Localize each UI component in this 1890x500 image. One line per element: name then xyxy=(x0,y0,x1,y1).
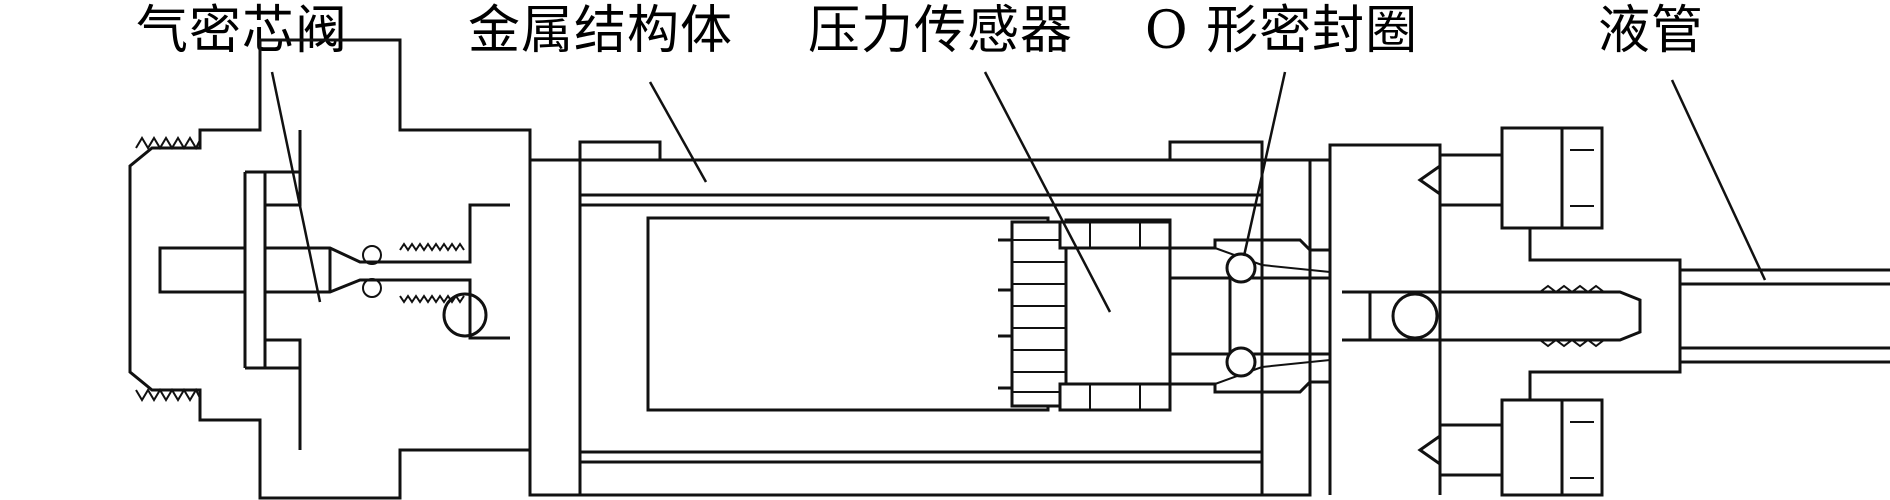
port-adapter xyxy=(1170,238,1331,394)
label-pressure-sensor: 压力传感器 xyxy=(808,1,1074,61)
o-ring-top xyxy=(1225,252,1257,284)
leader-valve-core xyxy=(270,71,322,303)
tube-coupling xyxy=(1310,126,1890,497)
o-ring-bottom xyxy=(1225,346,1257,378)
pressure-sensor xyxy=(998,218,1172,412)
label-o-ring: O 形密封圈 xyxy=(1145,1,1419,61)
valve-fitting xyxy=(128,38,532,500)
label-metal-body: 金属结构体 xyxy=(468,1,734,61)
leader-o-ring xyxy=(1242,71,1287,257)
metal-body xyxy=(528,140,1312,497)
leader-lines xyxy=(270,71,1767,313)
label-liquid-tube: 液管 xyxy=(1598,1,1705,61)
leader-metal-body xyxy=(648,81,708,183)
leader-liquid-tube xyxy=(1670,79,1767,281)
label-valve-core: 气密芯阀 xyxy=(136,1,349,61)
leader-pressure-sensor xyxy=(983,71,1112,313)
